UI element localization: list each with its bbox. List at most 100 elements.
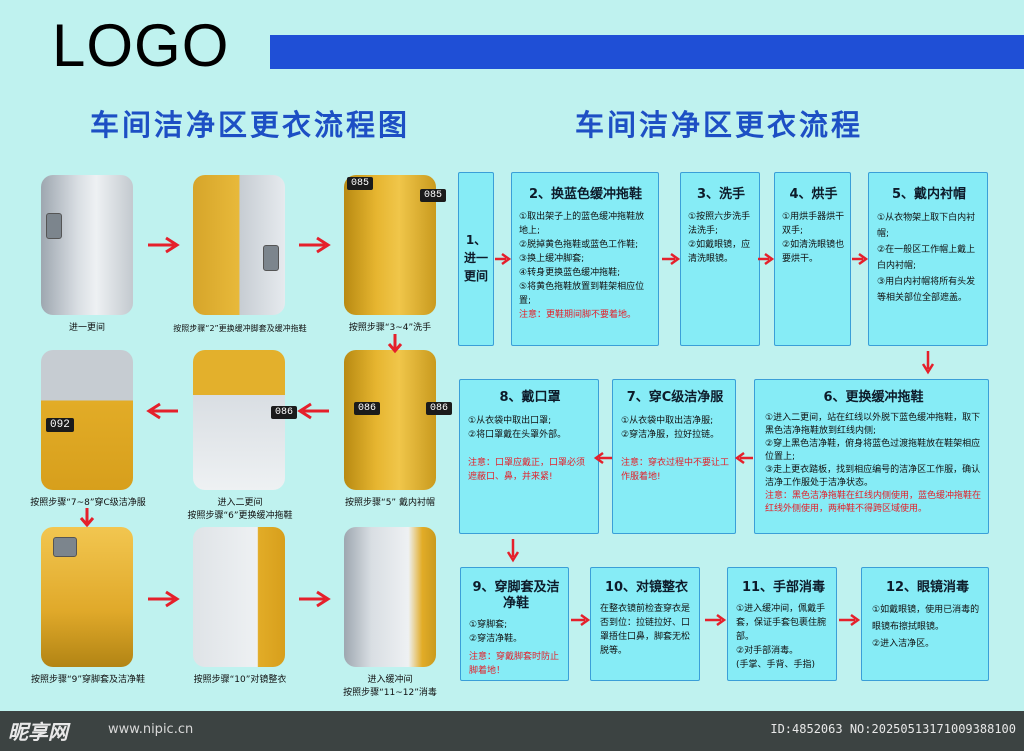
header-bar xyxy=(270,35,1024,69)
caption: 进入缓冲间 xyxy=(367,675,413,685)
photo-step-9 xyxy=(41,527,133,667)
photo-step-11-12 xyxy=(344,527,436,667)
left-title: 车间洁净区更衣流程图 xyxy=(90,108,411,142)
caption: 按照步骤“10”对镜整衣 xyxy=(193,675,287,685)
step-line: ①穿脚套; xyxy=(469,620,508,630)
caption: 按照步骤“9”穿脚套及洁净鞋 xyxy=(30,675,146,685)
arrow-right-icon xyxy=(758,252,775,266)
arrow-left-icon xyxy=(734,451,753,465)
step-line: ①从衣袋中取出洁净服; xyxy=(621,416,714,426)
step-line: ④转身更换蓝色缓冲拖鞋; xyxy=(519,268,621,278)
photo-step-5: 086 086 xyxy=(344,350,453,490)
caption: 按照步骤“11~12”消毒 xyxy=(343,688,437,698)
step-line: ①如戴眼镜，使用已消毒的眼镜布擦拭眼镜。 xyxy=(872,605,980,632)
arrow-left-icon xyxy=(146,402,178,420)
step-1-box: 1、进一更间 xyxy=(458,172,494,346)
caption: 按照步骤“3~4”洗手 xyxy=(348,323,432,333)
step-6-box: 6、更换缓冲拖鞋 ①进入二更间，站在红线以外脱下蓝色缓冲拖鞋，取下黑色洁净拖鞋放… xyxy=(754,379,989,534)
locker-number-tag: 085 xyxy=(420,189,447,202)
lock-icon xyxy=(263,245,279,271)
photo-step-10 xyxy=(193,527,285,667)
arrow-right-icon xyxy=(148,590,180,608)
watermark-id: ID:4852063 NO:20250513171009388100 xyxy=(770,722,1016,736)
step-line: ①从衣物架上取下白内衬帽; xyxy=(877,213,976,239)
step-line: ③走上更衣踏板，找到相应编号的洁净区工作服，确认洁净工作服处于洁净状态。 xyxy=(765,465,981,488)
caption: 按照步骤“6”更换缓冲拖鞋 xyxy=(187,511,293,521)
step-line: ③用白内衬帽将所有头发等相关部位全部遮盖。 xyxy=(877,277,976,303)
arrow-right-icon xyxy=(299,590,331,608)
step-line: ②对手部消毒。 xyxy=(736,646,799,656)
logo: LOGO xyxy=(52,12,230,79)
step-line: ②如清洗眼镜也要烘干。 xyxy=(782,240,845,264)
arrow-right-icon xyxy=(571,613,591,627)
step-line: ②进入洁净区。 xyxy=(872,639,935,649)
step-note: 注意：更鞋期间脚不要着地。 xyxy=(519,310,637,320)
step-line: ①用烘手器烘干双手; xyxy=(782,212,845,236)
arrow-left-icon xyxy=(593,451,612,465)
step-title: 10、对镜整衣 xyxy=(604,580,689,595)
step-title: 9、穿脚套及洁净鞋 xyxy=(472,580,560,611)
watermark-url: www.nipic.cn xyxy=(108,722,194,737)
step-line: ①按照六步洗手法洗手; xyxy=(688,212,751,236)
lock-icon xyxy=(53,537,77,557)
step-line: ③换上缓冲脚套; xyxy=(519,254,585,264)
step-line: ①取出架子上的蓝色缓冲拖鞋放地上; xyxy=(519,212,645,236)
arrow-right-icon xyxy=(662,252,681,266)
step-line: ⑤将黄色拖鞋放置到鞋架相应位置; xyxy=(519,282,645,306)
step-line: ②穿上黑色洁净鞋，俯身将蓝色过渡拖鞋放在鞋架相应位置上; xyxy=(765,439,981,462)
step-line: ①从衣袋中取出口罩; xyxy=(468,416,552,426)
caption: 按照步骤“5” 戴内衬帽 xyxy=(345,498,435,508)
step-title: 1、进一更间 xyxy=(463,233,488,283)
step-3-box: 3、洗手 ①按照六步洗手法洗手; ②如戴眼镜，应清洗眼镜。 xyxy=(680,172,760,346)
arrow-right-icon xyxy=(495,252,512,266)
step-title: 3、洗手 xyxy=(696,187,746,202)
arrow-down-icon xyxy=(506,539,520,563)
step-title: 5、戴内衬帽 xyxy=(891,187,967,202)
step-5-box: 5、戴内衬帽 ①从衣物架上取下白内衬帽; ②在一般区工作帽上戴上白内衬帽; ③用… xyxy=(868,172,988,346)
step-line: ②将口罩戴在头罩外部。 xyxy=(468,430,567,440)
locker-number-tag: 086 xyxy=(426,402,453,415)
caption: 进一更间 xyxy=(68,323,105,333)
arrow-right-icon xyxy=(299,236,331,254)
step-title: 11、手部消毒 xyxy=(741,580,826,595)
locker-number-tag: 092 xyxy=(46,418,74,432)
step-title: 2、换蓝色缓冲拖鞋 xyxy=(528,187,643,202)
watermark-brand: 昵享网 xyxy=(8,720,68,744)
photo-step-7-8: 092 xyxy=(41,350,133,490)
locker-number-tag: 085 xyxy=(347,177,374,190)
photo-step-2 xyxy=(193,175,285,315)
step-line: 在整衣镜前检查穿衣是否到位：拉链拉好、口罩捂住口鼻，脚套无松脱等。 xyxy=(600,604,691,656)
caption: 按照步骤“2”更换缓冲脚套及缓冲拖鞋 xyxy=(173,324,307,333)
arrow-right-icon xyxy=(148,236,180,254)
locker-number-tag: 086 xyxy=(271,406,298,419)
step-line: ②穿洁净服，拉好拉链。 xyxy=(621,430,720,440)
arrow-down-icon xyxy=(921,351,935,375)
step-title: 7、穿C级洁净服 xyxy=(626,390,724,405)
caption: 按照步骤“7~8”穿C级洁净服 xyxy=(30,498,146,508)
step-note: 注意：口罩应戴正，口罩必须遮蔽口、鼻，并来紧! xyxy=(468,458,586,482)
step-line: ①进入缓冲间，佩戴手套，保证手套包裹住腕部。 xyxy=(736,604,827,642)
step-9-box: 9、穿脚套及洁净鞋 ①穿脚套; ②穿洁净鞋。 注意：穿戴脚套时防止脚着地！ xyxy=(460,567,569,681)
step-11-box: 11、手部消毒 ①进入缓冲间，佩戴手套，保证手套包裹住腕部。 ②对手部消毒。 (… xyxy=(727,567,837,681)
step-line: ②如戴眼镜，应清洗眼镜。 xyxy=(688,240,751,264)
lock-icon xyxy=(46,213,62,239)
caption: 进入二更间 xyxy=(217,498,263,508)
step-10-box: 10、对镜整衣 在整衣镜前检查穿衣是否到位：拉链拉好、口罩捂住口鼻，脚套无松脱等… xyxy=(590,567,700,681)
step-note: 注意：黑色洁净拖鞋在红线内侧使用，蓝色缓冲拖鞋在红线外侧使用，两种鞋不得跨区域使… xyxy=(765,491,982,514)
step-line: ②穿洁净鞋。 xyxy=(469,634,523,644)
step-title: 12、眼镜消毒 xyxy=(885,580,970,595)
arrow-down-icon xyxy=(79,508,95,528)
step-8-box: 8、戴口罩 ①从衣袋中取出口罩; ②将口罩戴在头罩外部。 注意：口罩应戴正，口罩… xyxy=(459,379,599,534)
step-line: ②脱掉黄色拖鞋或蓝色工作鞋; xyxy=(519,240,639,250)
photo-step-1 xyxy=(41,175,133,315)
step-title: 8、戴口罩 xyxy=(499,390,561,405)
step-12-box: 12、眼镜消毒 ①如戴眼镜，使用已消毒的眼镜布擦拭眼镜。 ②进入洁净区。 xyxy=(861,567,989,681)
step-title: 6、更换缓冲拖鞋 xyxy=(823,390,924,405)
arrow-right-icon xyxy=(852,252,869,266)
step-7-box: 7、穿C级洁净服 ①从衣袋中取出洁净服; ②穿洁净服，拉好拉链。 注意：穿衣过程… xyxy=(612,379,736,534)
right-title: 车间洁净区更衣流程 xyxy=(575,108,864,142)
photo-step-3: 085 085 xyxy=(344,175,447,315)
step-line: ①进入二更间，站在红线以外脱下蓝色缓冲拖鞋，取下黑色洁净拖鞋放到红线内侧; xyxy=(765,413,981,436)
arrow-left-icon xyxy=(297,402,329,420)
arrow-down-icon xyxy=(387,334,403,354)
